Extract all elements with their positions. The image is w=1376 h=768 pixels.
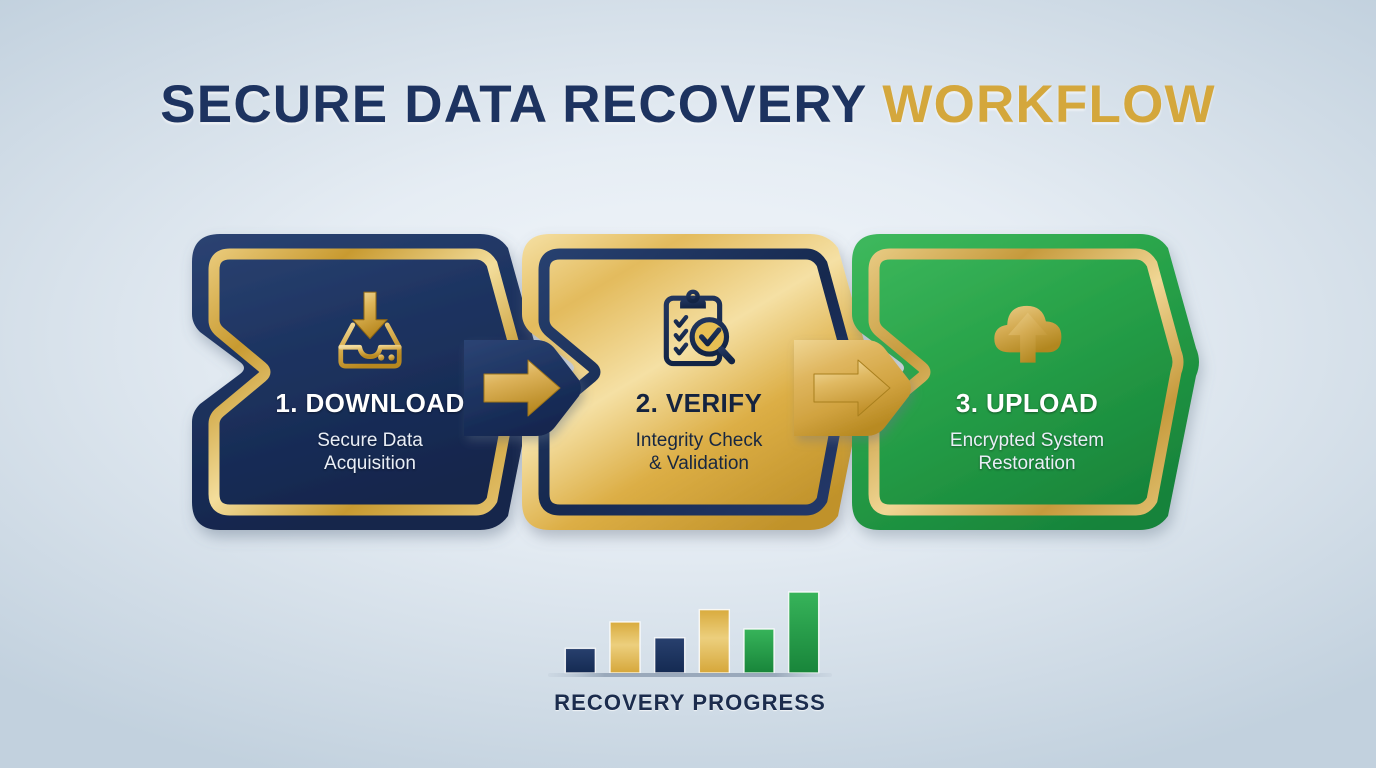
arrow-right-icon: [483, 359, 561, 417]
chart-bar: [609, 621, 641, 674]
connector-arrow-verify-to-upload: [794, 340, 911, 436]
chart-bar: [743, 628, 775, 674]
page-title-accent: WORKFLOW: [882, 75, 1216, 134]
chart-bar: [698, 608, 731, 674]
chart-title: RECOVERY PROGRESS: [554, 690, 826, 715]
chart-baseline-axis: [548, 673, 832, 677]
connector-arrow-download-to-verify: [464, 340, 581, 436]
workflow-steps: 1. DOWNLOAD Secure Data Acquisition: [0, 232, 1376, 544]
chart-bar: [653, 637, 686, 674]
step-upload-shape: [852, 234, 1199, 530]
step-download-shape: [192, 234, 539, 530]
recovery-progress-bars: [548, 591, 832, 677]
step-verify-shape: [522, 234, 869, 530]
page-title: SECURE DATA RECOVERY WORKFLOW: [0, 74, 1376, 135]
recovery-progress-chart: RECOVERY PROGRESS: [540, 580, 840, 730]
page-title-main: SECURE DATA RECOVERY: [160, 75, 883, 134]
arrow-right-icon: [813, 359, 891, 417]
chart-bar: [787, 591, 820, 674]
chart-bar: [564, 647, 597, 674]
